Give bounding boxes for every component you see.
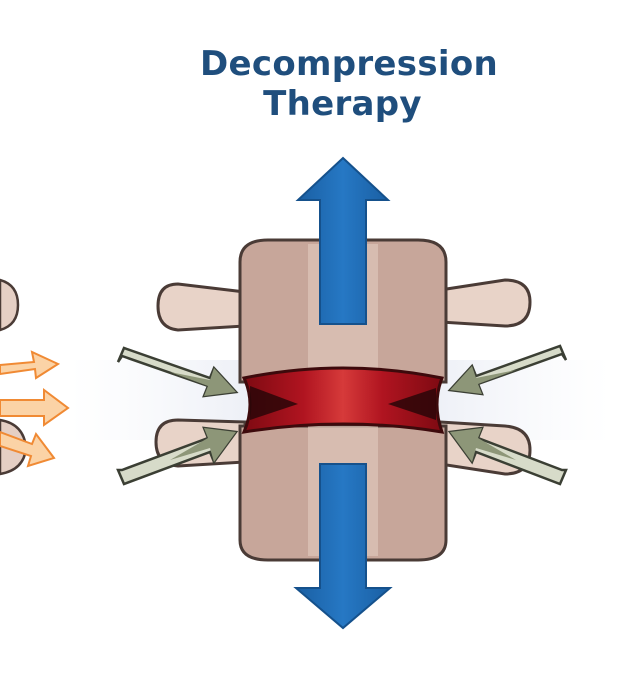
arrow-inward-icon <box>116 426 239 486</box>
arrow-outward-icon <box>0 430 56 468</box>
arrow-up-icon <box>295 156 391 325</box>
arrow-inward-icon <box>116 346 239 398</box>
arrow-outward-icon <box>0 388 70 427</box>
intervertebral-disc <box>241 366 445 434</box>
diagram-title-line-2: Therapy <box>263 84 422 124</box>
inward-arrows <box>116 344 568 486</box>
diagram-title-line-1: Decompression <box>200 44 498 84</box>
arrow-inward-icon <box>447 426 568 486</box>
arrow-outward-icon <box>0 350 61 380</box>
arrow-down-icon <box>293 463 393 630</box>
outward-arrows <box>0 350 70 468</box>
arrow-inward-icon <box>447 344 568 396</box>
